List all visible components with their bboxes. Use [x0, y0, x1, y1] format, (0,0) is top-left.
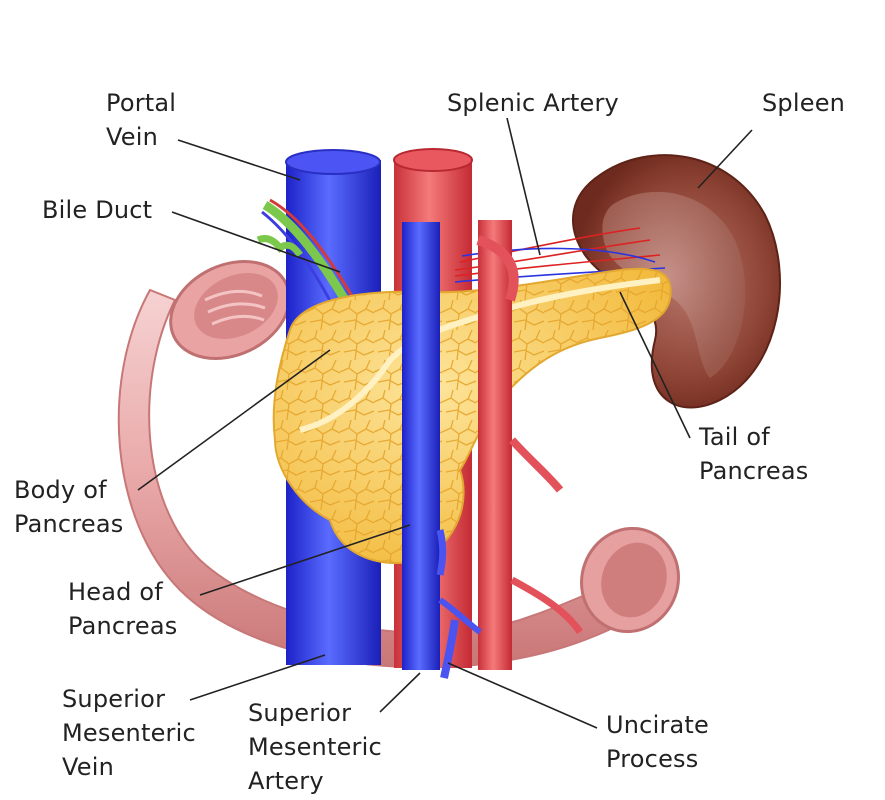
pancreatic-duct	[299, 277, 661, 433]
label-portal-vein: Portal Vein	[106, 89, 177, 151]
superior-mesenteric-artery	[478, 220, 512, 670]
superior-mesenteric-vein	[402, 222, 440, 670]
label-tail-of-pancreas: Tail of Pancreas	[699, 423, 809, 485]
label-bile-duct: Bile Duct	[42, 196, 153, 224]
label-body-of-pancreas: Body of Pancreas	[14, 476, 124, 538]
label-superior-mesenteric-artery: Superior Mesenteric Artery	[248, 699, 382, 795]
label-head-of-pancreas: Head of Pancreas	[68, 578, 178, 640]
label-uncirate-process: Uncirate Process	[606, 711, 709, 773]
label-spleen: Spleen	[762, 89, 846, 117]
label-superior-mesenteric-vein: Superior Mesenteric Vein	[62, 685, 196, 781]
label-splenic-artery: Splenic Artery	[447, 89, 619, 117]
bile-duct	[262, 201, 349, 303]
